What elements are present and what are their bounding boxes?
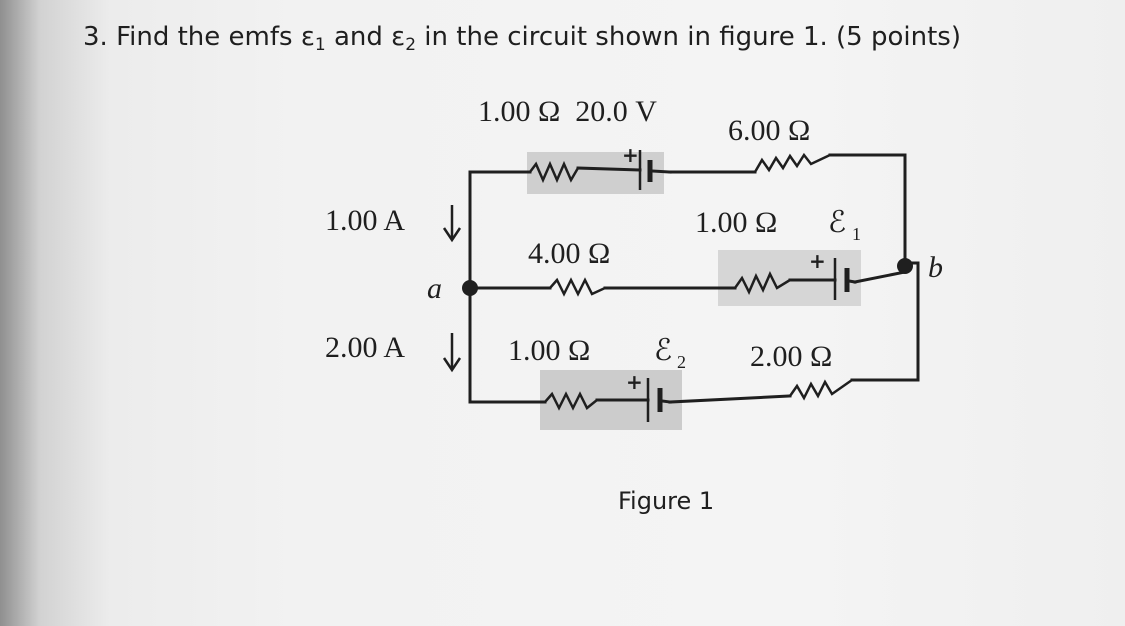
question-sub1: 1 bbox=[314, 35, 326, 55]
top-left-resistor-zigzag bbox=[529, 160, 580, 184]
top-battery-shade bbox=[527, 152, 664, 194]
emf2-subscript: 2 bbox=[677, 352, 686, 372]
bottom-left-resistor-zigzag bbox=[544, 391, 598, 411]
top-right-resistor-zigzag bbox=[753, 152, 831, 173]
node-a-dot bbox=[462, 280, 478, 296]
current-top-label: 1.00 A bbox=[325, 204, 405, 237]
top-battery: + bbox=[576, 143, 672, 190]
middle-left-resistor-label: 4.00 Ω bbox=[528, 237, 610, 270]
node-a-label: a bbox=[427, 272, 442, 305]
middle-left-resistor-zigzag bbox=[549, 277, 606, 297]
question-middle: and ε bbox=[325, 22, 406, 52]
question-text: 3. Find the emfs ε1 and ε2 in the circui… bbox=[83, 22, 961, 55]
emf1-symbol: ℰ bbox=[828, 206, 846, 239]
bottom-battery: + bbox=[595, 370, 672, 422]
middle-battery-plus: + bbox=[809, 249, 826, 273]
top-battery-label: 1.00 Ω 20.0 V bbox=[478, 95, 657, 128]
middle-right-resistor-label: 1.00 Ω bbox=[695, 206, 777, 239]
bottom-battery-plus: + bbox=[626, 370, 643, 394]
middle-battery-shade bbox=[718, 250, 861, 306]
node-b-dot bbox=[897, 258, 913, 274]
figure-caption: Figure 1 bbox=[618, 487, 714, 515]
question-prefix: 3. Find the emfs ε bbox=[83, 22, 315, 52]
bottom-right-resistor-label: 2.00 Ω bbox=[750, 340, 832, 373]
node-b-label: b bbox=[928, 251, 943, 284]
top-right-resistor-label: 6.00 Ω bbox=[728, 114, 810, 147]
question-sub2: 2 bbox=[405, 35, 417, 55]
emf1-subscript: 1 bbox=[852, 224, 861, 244]
middle-right-resistor-zigzag bbox=[733, 271, 791, 295]
current-arrow-top bbox=[442, 205, 462, 243]
current-arrow-bottom bbox=[442, 333, 462, 373]
middle-battery: + bbox=[788, 249, 857, 300]
bottom-battery-resistor-label: 1.00 Ω bbox=[508, 334, 590, 367]
bottom-right-resistor-zigzag bbox=[788, 378, 853, 401]
question-suffix: in the circuit shown in figure 1. (5 poi… bbox=[416, 22, 961, 52]
top-battery-plus: + bbox=[622, 143, 639, 167]
emf2-symbol: ℰ bbox=[654, 334, 672, 367]
current-bottom-label: 2.00 A bbox=[325, 331, 405, 364]
